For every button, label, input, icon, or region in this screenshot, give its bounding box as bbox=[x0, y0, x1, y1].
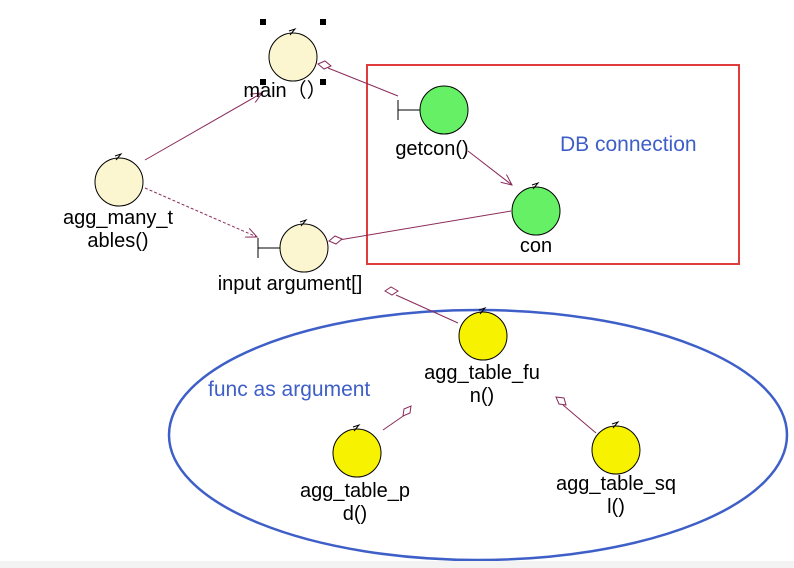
node-label-getcon: getcon() bbox=[395, 138, 469, 160]
node-label-main: main（） bbox=[243, 80, 327, 102]
aggregation-diamond-input-fun bbox=[384, 286, 399, 296]
node-label-agg-many-tables: agg_many_t ables() bbox=[63, 207, 173, 253]
aggregation-diamond-pd bbox=[402, 405, 412, 417]
node-label-line: d() bbox=[342, 503, 368, 525]
link-agg-table-fun-to-sql bbox=[562, 404, 597, 434]
node-label-input-argument: input argument[] bbox=[217, 273, 363, 295]
selection-handle-bottom-right[interactable] bbox=[320, 79, 326, 85]
func-as-argument-annotation: func as argument bbox=[208, 378, 371, 401]
db-connection-annotation: DB connection bbox=[560, 133, 697, 156]
node-con[interactable] bbox=[511, 181, 561, 236]
node-label-line: agg_table_fu bbox=[424, 362, 540, 384]
node-agg-table-pd[interactable] bbox=[332, 423, 382, 478]
selection-handle-bottom-left[interactable] bbox=[260, 79, 266, 85]
selection-handle-top-right[interactable] bbox=[320, 19, 326, 25]
node-agg-table-sql[interactable] bbox=[591, 420, 641, 475]
node-label-line: l() bbox=[607, 496, 625, 518]
node-getcon[interactable] bbox=[397, 85, 469, 135]
link-agg-many-tables-to-input bbox=[144, 187, 257, 237]
func-as-argument-region bbox=[167, 308, 789, 562]
node-label-agg-table-pd: agg_table_p d() bbox=[300, 480, 410, 526]
selection-handle-top-left[interactable] bbox=[260, 19, 266, 25]
node-label-line: agg_table_p bbox=[299, 480, 411, 502]
link-input-to-agg-table-fun bbox=[395, 294, 459, 324]
node-label-line: agg_many_t bbox=[62, 207, 174, 229]
aggregation-diamond-input-con bbox=[328, 235, 343, 245]
bottom-scroll-strip bbox=[0, 561, 794, 568]
node-label-agg-table-sql: agg_table_sq l() bbox=[556, 473, 676, 519]
node-label-line: ables() bbox=[87, 230, 149, 252]
node-agg-many-tables[interactable] bbox=[94, 152, 144, 207]
node-label-line: n() bbox=[469, 385, 495, 407]
link-getcon-to-con bbox=[467, 150, 512, 185]
aggregation-diamond-main bbox=[317, 60, 332, 70]
link-input-to-con bbox=[338, 210, 512, 241]
link-main-to-getcon bbox=[327, 67, 399, 97]
node-agg-table-fun[interactable] bbox=[458, 306, 508, 361]
node-input-argument[interactable] bbox=[257, 218, 329, 273]
node-label-line: agg_table_sq bbox=[555, 473, 677, 495]
aggregation-diamond-sql bbox=[555, 396, 567, 406]
db-connection-region bbox=[366, 64, 740, 265]
node-label-con: con bbox=[519, 235, 553, 257]
node-label-agg-table-fun: agg_table_fu n() bbox=[424, 362, 540, 408]
link-agg-many-tables-to-main bbox=[144, 93, 262, 161]
node-main[interactable] bbox=[268, 27, 318, 82]
